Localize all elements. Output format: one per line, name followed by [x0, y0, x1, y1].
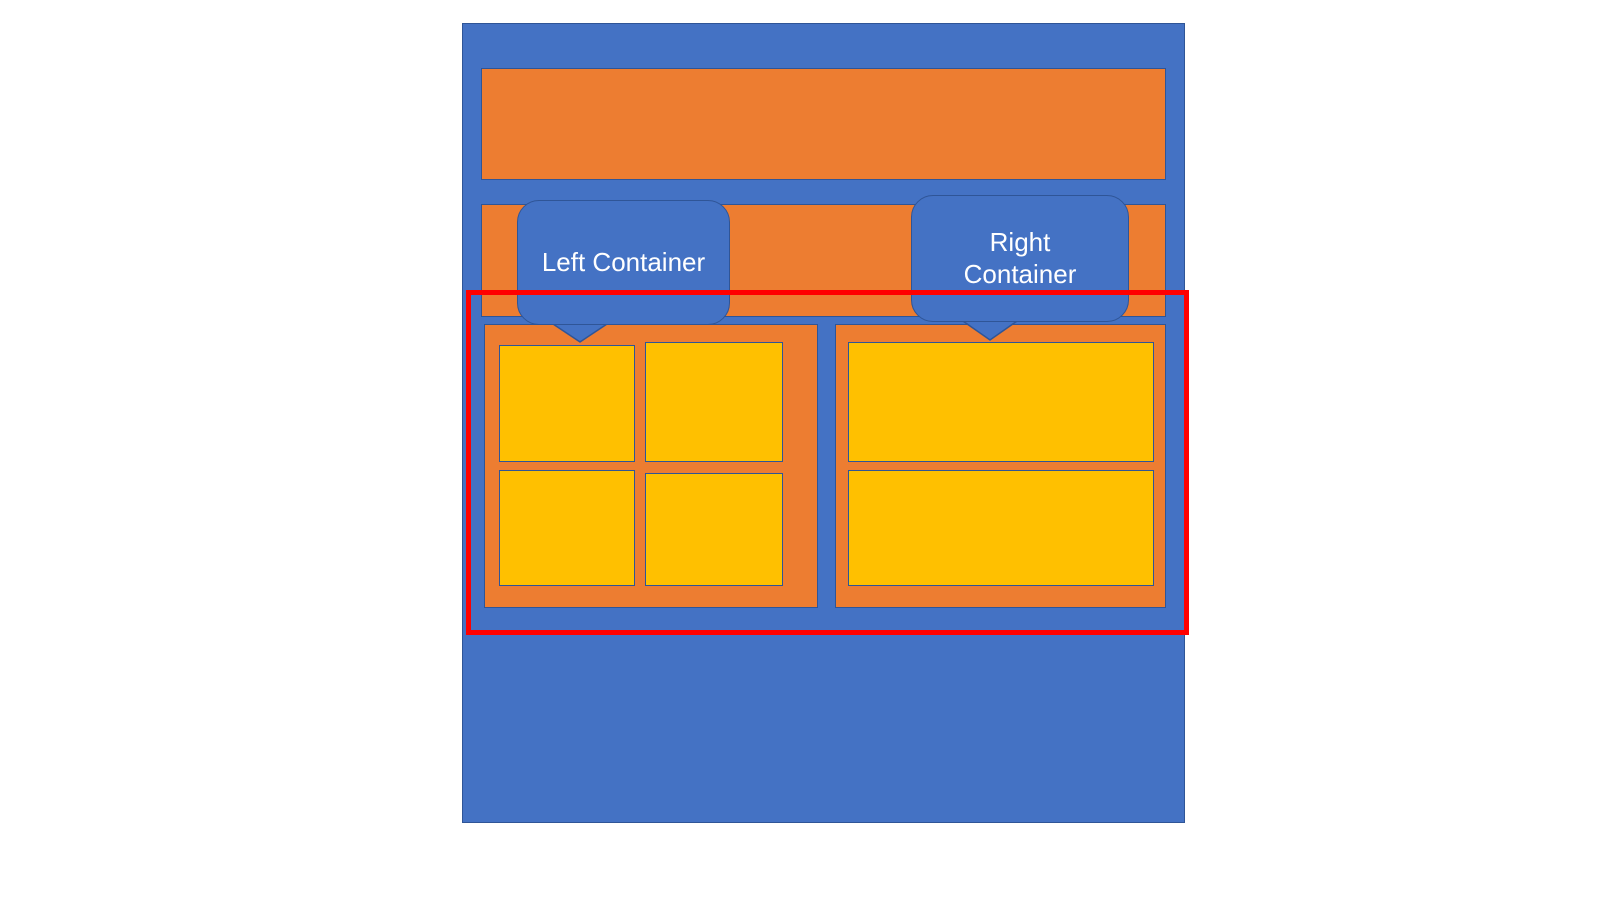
- right-container-cell-bottom: [848, 470, 1154, 586]
- left-callout[interactable]: Left Container: [517, 200, 730, 325]
- left-container-cell-top-left: [499, 345, 635, 462]
- right-callout[interactable]: Right Container: [911, 195, 1129, 322]
- left-container-cell-bottom-left: [499, 470, 635, 586]
- left-container-cell-top-right: [645, 342, 783, 462]
- right-container-cell-top: [848, 342, 1154, 462]
- top-bar: [481, 68, 1166, 180]
- left-container-cell-bottom-right: [645, 473, 783, 586]
- left-callout-label: Left Container: [541, 246, 706, 277]
- right-callout-label: Right Container: [963, 226, 1077, 289]
